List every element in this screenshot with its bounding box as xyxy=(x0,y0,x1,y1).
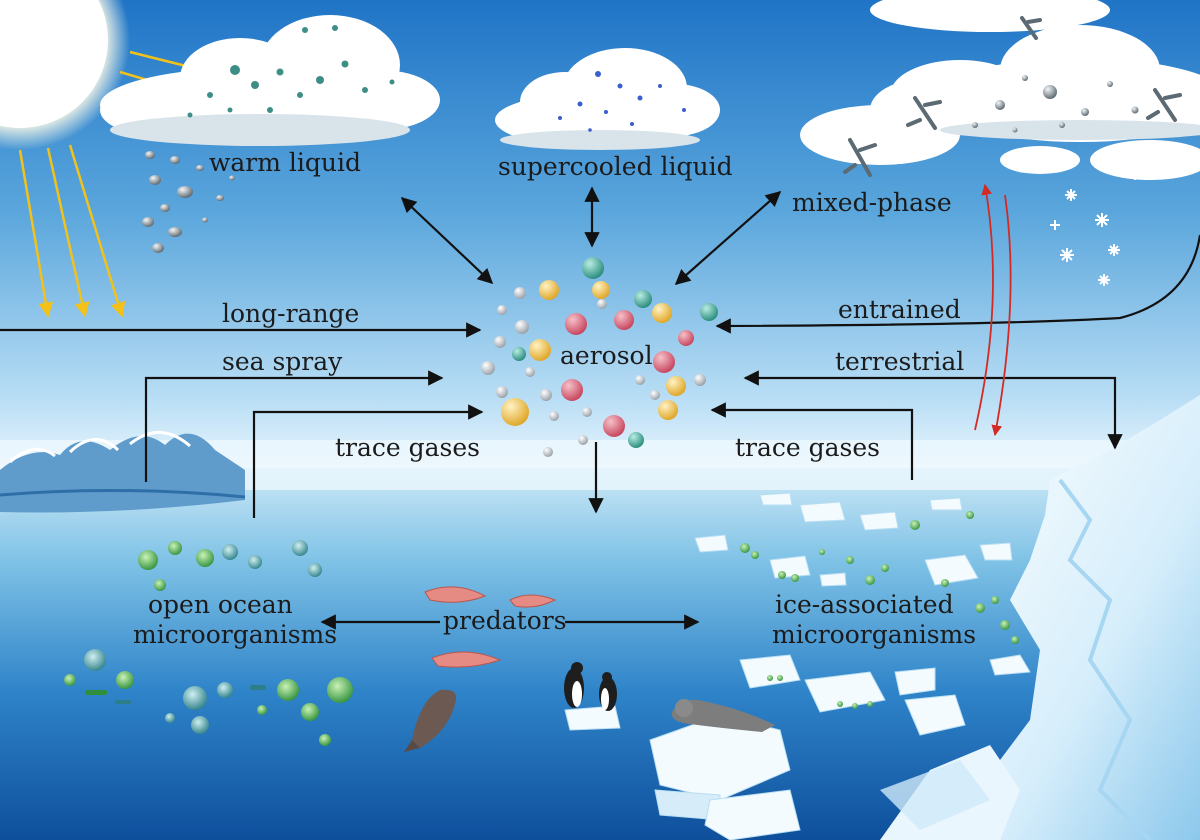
arrow-trace-gases-left xyxy=(252,404,484,518)
red-exchange-arrows xyxy=(974,183,1012,437)
label-ice-associated-microorganisms: microorganisms xyxy=(772,620,977,649)
open-ocean-microorganisms-icon xyxy=(64,540,353,746)
label-mixed-phase: mixed-phase xyxy=(792,188,952,217)
arrow-warm-aerosol xyxy=(400,196,494,285)
mixed-phase-droplets xyxy=(972,75,1139,133)
penguin-icon xyxy=(564,662,617,711)
label-entrained: entrained xyxy=(838,295,961,324)
arrow-entrained xyxy=(715,234,1200,334)
ice-floe-icon xyxy=(564,492,1031,840)
krill-icon xyxy=(424,586,557,668)
aerosol-particle-icon xyxy=(481,257,718,457)
warm-droplets xyxy=(187,25,395,118)
label-warm-liquid: warm liquid xyxy=(209,148,362,177)
label-predators: predators xyxy=(443,606,567,635)
label-supercooled-liquid: supercooled liquid xyxy=(498,152,733,181)
snowflake-icon xyxy=(1050,170,1140,286)
label-open-ocean-microorganisms: microorganisms xyxy=(133,620,338,649)
label-terrestrial: terrestrial xyxy=(835,347,965,376)
arrow-mixed-aerosol xyxy=(674,190,782,286)
iceberg-icon xyxy=(880,395,1200,840)
label-trace-gases-right: trace gases xyxy=(735,433,881,462)
arrow-terrestrial xyxy=(743,370,1123,450)
rain-droplets xyxy=(142,151,235,253)
ice-crystal-icon xyxy=(843,16,1182,177)
arrow-sea-spray xyxy=(144,370,444,482)
sun-icon xyxy=(0,0,130,150)
flow-arrows xyxy=(0,186,1200,630)
supercooled-droplets xyxy=(558,71,686,132)
label-trace-gases-left: trace gases xyxy=(335,433,481,462)
label-long-range: long-range xyxy=(222,299,360,328)
label-open-ocean: open ocean xyxy=(148,590,293,619)
mixed-phase-cloud-icon xyxy=(800,0,1200,180)
label-aerosol: aerosol xyxy=(560,341,653,370)
label-sea-spray: sea spray xyxy=(222,347,343,376)
wave-icon xyxy=(0,431,246,513)
fish-icon xyxy=(404,689,457,752)
warm-liquid-cloud-icon xyxy=(100,15,440,146)
seal-icon xyxy=(671,699,775,732)
ice-associated-microorganisms-icon xyxy=(740,511,1019,709)
supercooled-cloud-icon xyxy=(495,48,720,150)
label-ice-associated: ice-associated xyxy=(775,590,954,619)
